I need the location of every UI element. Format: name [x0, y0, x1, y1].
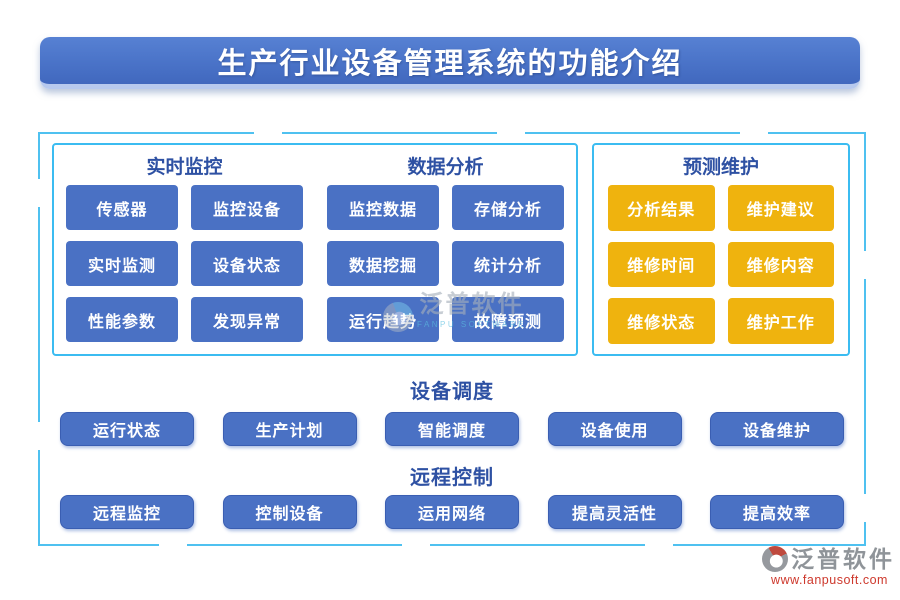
- monitoring-grid: 传感器 监控设备 实时监测 设备状态 性能参数 发现异常: [64, 185, 305, 346]
- scheduling-item[interactable]: 设备维护: [710, 412, 844, 446]
- scheduling-header: 设备调度: [410, 381, 494, 403]
- footer-brand: 泛普软件: [791, 546, 895, 572]
- maintenance-item[interactable]: 维护工作: [727, 298, 834, 344]
- analysis-item[interactable]: 统计分析: [452, 241, 564, 286]
- analysis-group: 数据分析 监控数据 存储分析 数据挖掘 统计分析 运行趋势 故障预测: [315, 145, 576, 354]
- maintenance-header: 预测维护: [682, 157, 759, 178]
- footer-logo: 泛普软件 www.fanpusoft.com: [762, 546, 897, 587]
- scheduling-item[interactable]: 智能调度: [385, 412, 519, 446]
- monitoring-analysis-panel: 实时监控 传感器 监控设备 实时监测 设备状态 性能参数 发现异常 数据分析 监…: [52, 143, 578, 356]
- monitoring-item[interactable]: 性能参数: [66, 297, 178, 342]
- remote-item[interactable]: 远程监控: [60, 495, 194, 529]
- analysis-grid: 监控数据 存储分析 数据挖掘 统计分析 运行趋势 故障预测: [325, 185, 566, 346]
- monitoring-item[interactable]: 设备状态: [191, 241, 303, 286]
- analysis-header: 数据分析: [407, 157, 484, 178]
- remote-item[interactable]: 提高效率: [710, 495, 844, 529]
- remote-header: 远程控制: [410, 467, 494, 489]
- analysis-item[interactable]: 监控数据: [327, 185, 439, 230]
- monitoring-item[interactable]: 发现异常: [191, 297, 303, 342]
- analysis-item[interactable]: 数据挖掘: [327, 241, 439, 286]
- remote-item[interactable]: 运用网络: [385, 495, 519, 529]
- footer-url-link[interactable]: www.fanpusoft.com: [771, 573, 888, 587]
- maintenance-item[interactable]: 分析结果: [608, 185, 715, 231]
- maintenance-grid: 分析结果 维护建议 维修时间 维修内容 维修状态 维护工作: [606, 185, 836, 348]
- scheduling-item[interactable]: 设备使用: [547, 412, 682, 446]
- maintenance-item[interactable]: 维修时间: [608, 241, 715, 288]
- fanpu-logo-icon: [762, 546, 788, 572]
- scheduling-item[interactable]: 生产计划: [222, 412, 357, 446]
- monitoring-item[interactable]: 传感器: [66, 185, 178, 230]
- monitoring-header: 实时监控: [146, 157, 223, 178]
- maintenance-item[interactable]: 维护建议: [727, 185, 834, 231]
- maintenance-item[interactable]: 维修内容: [727, 241, 834, 288]
- scheduling-item[interactable]: 运行状态: [60, 412, 194, 446]
- monitoring-item[interactable]: 监控设备: [191, 185, 303, 230]
- maintenance-item[interactable]: 维修状态: [608, 298, 715, 344]
- analysis-item[interactable]: 运行趋势: [327, 297, 439, 342]
- analysis-item[interactable]: 故障预测: [452, 297, 564, 342]
- remote-item[interactable]: 控制设备: [222, 495, 357, 529]
- content-container: 实时监控 传感器 监控设备 实时监测 设备状态 性能参数 发现异常 数据分析 监…: [38, 132, 866, 546]
- monitoring-item[interactable]: 实时监测: [66, 241, 178, 286]
- scheduling-row: 运行状态 生产计划 智能调度 设备使用 设备维护: [60, 412, 844, 446]
- analysis-item[interactable]: 存储分析: [452, 185, 564, 230]
- remote-row: 远程监控 控制设备 运用网络 提高灵活性 提高效率: [60, 495, 844, 529]
- remote-item[interactable]: 提高灵活性: [547, 495, 682, 529]
- monitoring-group: 实时监控 传感器 监控设备 实时监测 设备状态 性能参数 发现异常: [54, 145, 315, 354]
- footer-logo-row: 泛普软件: [762, 546, 897, 572]
- page-title: 生产行业设备管理系统的功能介绍: [40, 37, 860, 89]
- maintenance-panel: 预测维护 分析结果 维护建议 维修时间 维修内容 维修状态 维护工作: [592, 143, 850, 356]
